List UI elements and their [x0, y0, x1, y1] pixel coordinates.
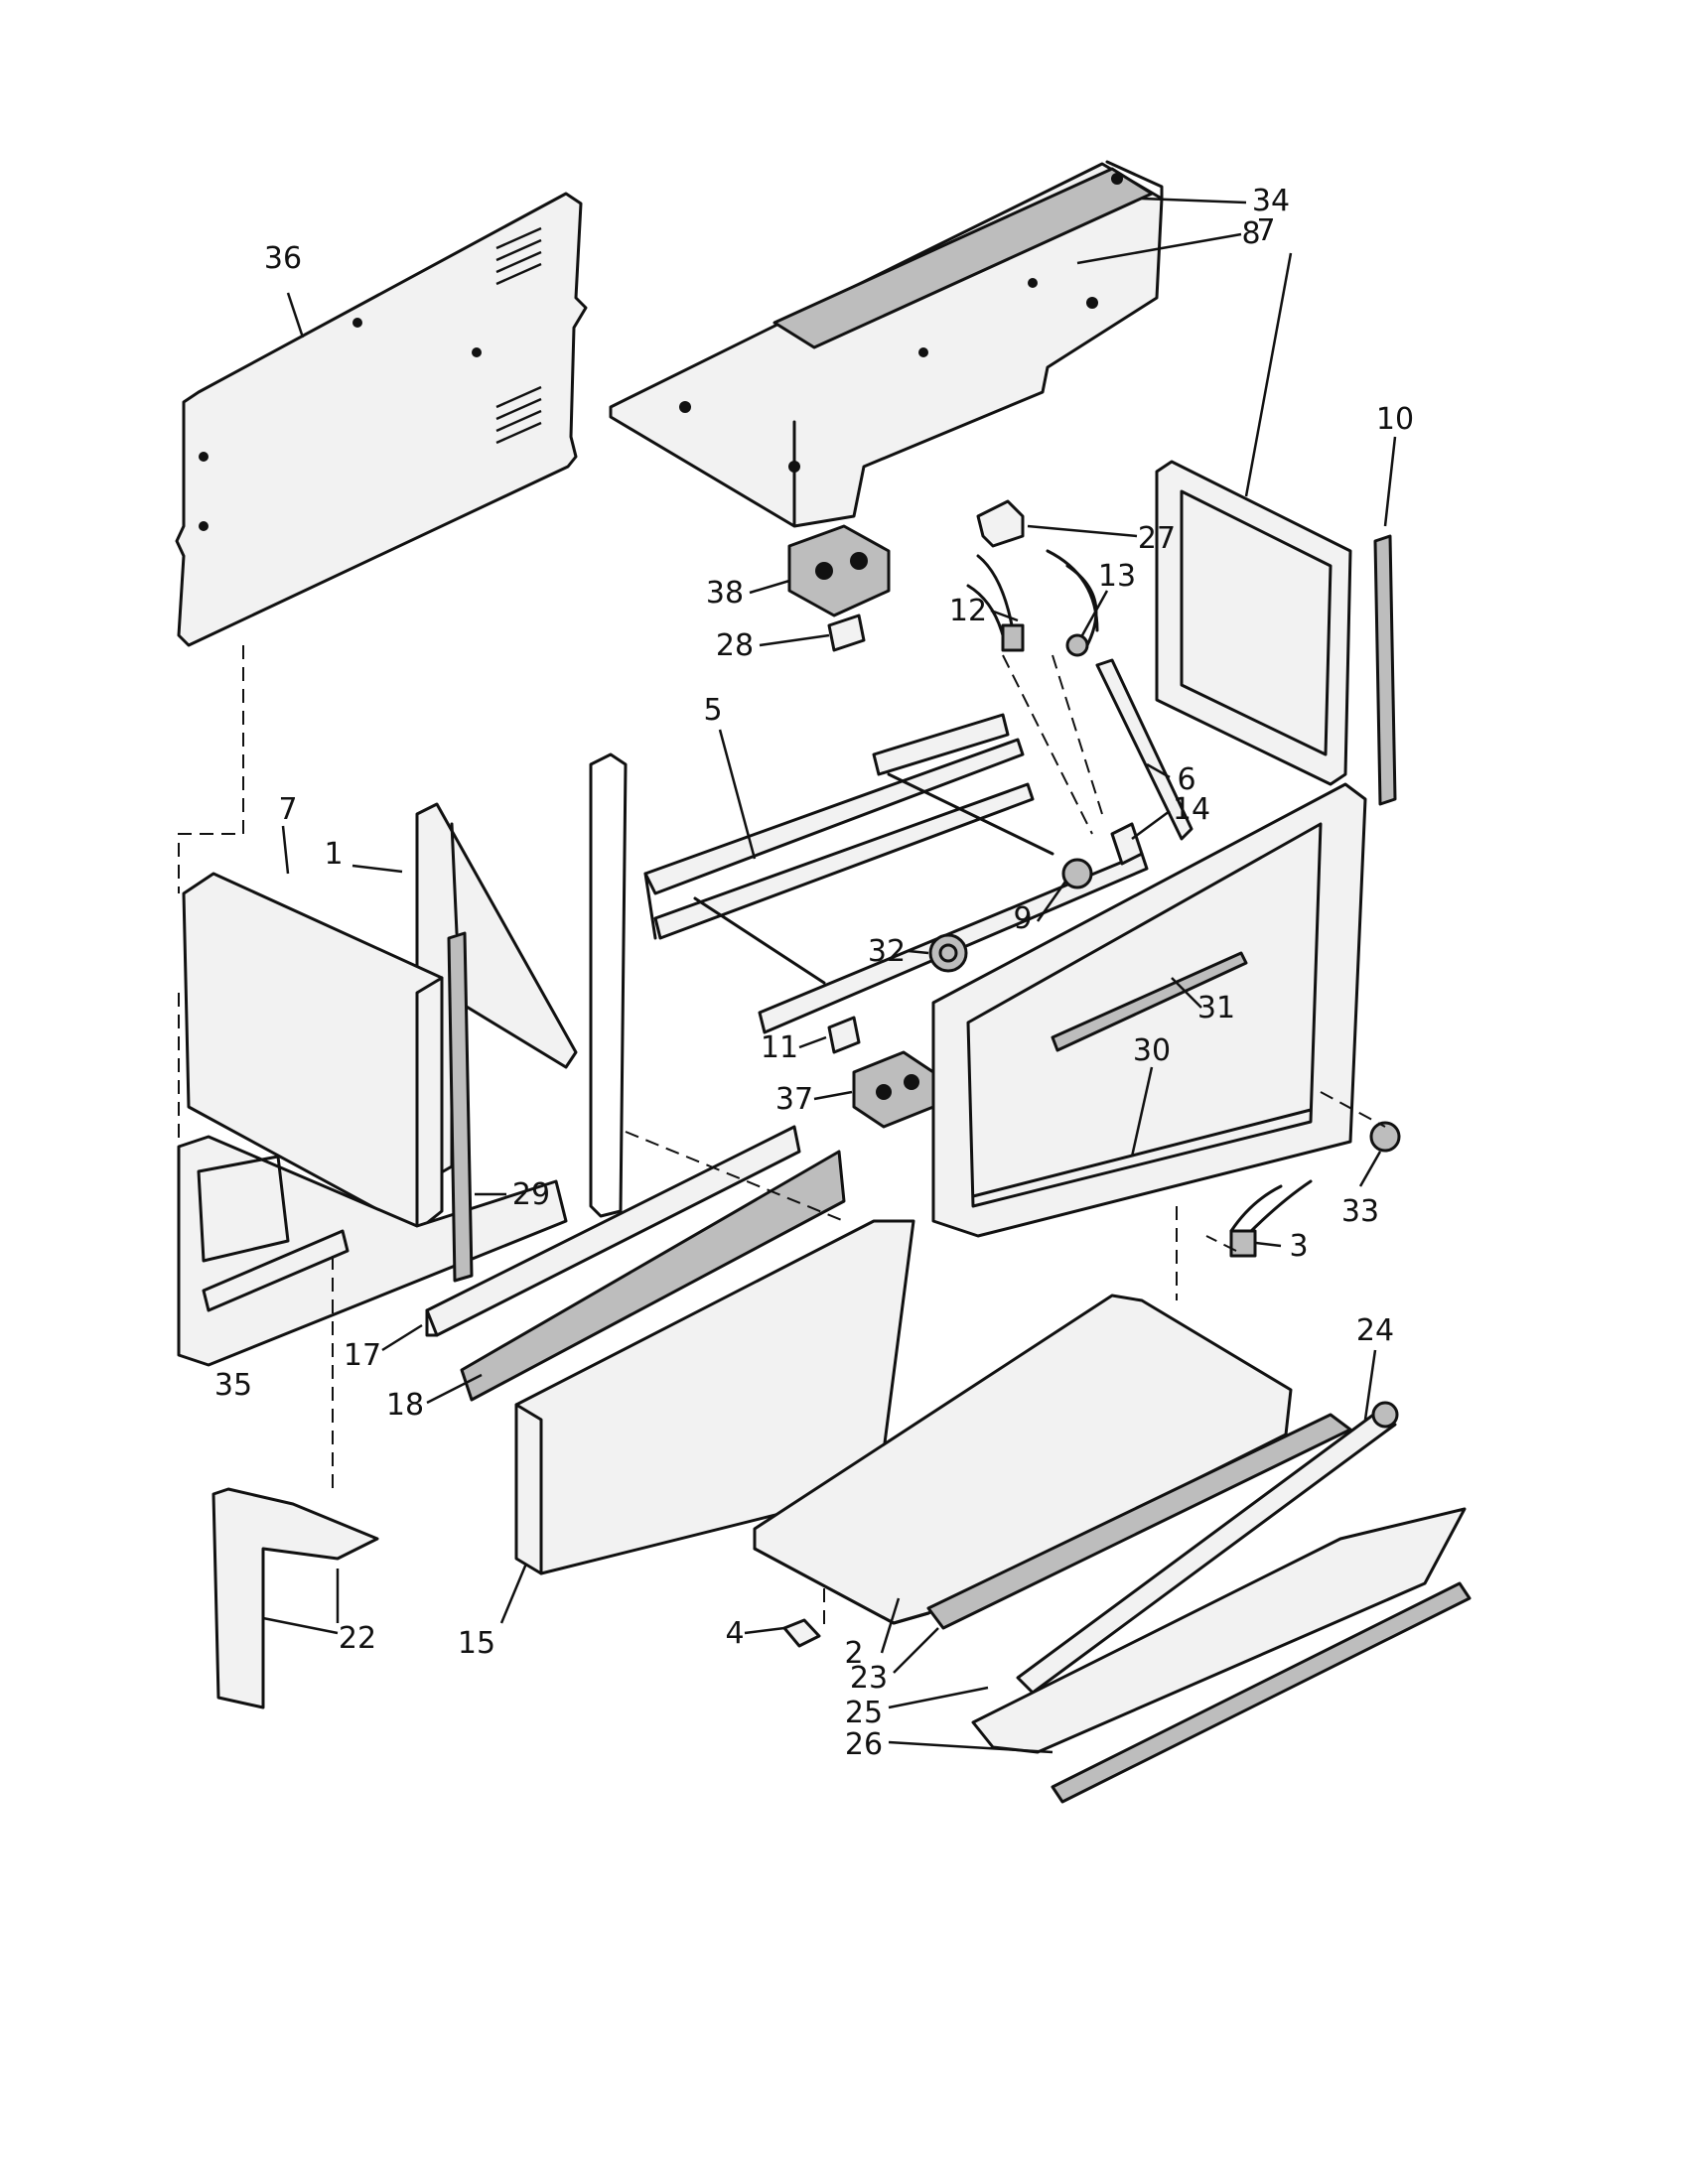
- part-4-clip: [782, 1618, 821, 1648]
- part-2-bottom-tray: [753, 1294, 1293, 1625]
- callout-14: 14: [1173, 792, 1210, 827]
- callout-11: 11: [761, 1030, 798, 1065]
- part-7-left-end-panel: [182, 872, 444, 1233]
- part-10-trim-strip: [1373, 534, 1397, 806]
- part-23-reflector-strip: [926, 1413, 1352, 1630]
- callout-5: 5: [703, 693, 722, 728]
- callout-29: 29: [512, 1177, 550, 1212]
- part-5-frame-rails: [643, 713, 1149, 1034]
- part-37-terminal-block: [852, 1050, 935, 1129]
- part-9-grommet: [1061, 858, 1093, 889]
- vertical-post: [589, 752, 628, 1218]
- part-26-trim: [1051, 1581, 1472, 1804]
- callout-7a: 7: [278, 792, 297, 827]
- callout-35: 35: [214, 1368, 252, 1403]
- part-7-right-end-panel: [1155, 460, 1352, 786]
- part-36-back-panel: [175, 192, 588, 647]
- callout-10: 10: [1376, 402, 1414, 437]
- callout-28: 28: [716, 628, 754, 663]
- callout-labels: 1 2 3 4 5 6 7 7 8 9 10 11 12 13 14 15 17…: [214, 184, 1414, 1762]
- part-24-fluorescent-tube: [1016, 1401, 1399, 1695]
- callout-2: 2: [844, 1636, 863, 1671]
- callout-3: 3: [1289, 1229, 1308, 1264]
- callout-8: 8: [1241, 216, 1260, 251]
- part-3-socket-wires: [1229, 1179, 1313, 1258]
- part-17-channel: [425, 1125, 801, 1337]
- callout-37: 37: [775, 1082, 813, 1117]
- part-38-terminal-block: [787, 524, 891, 617]
- callout-25: 25: [845, 1696, 883, 1730]
- part-29-rail: [447, 931, 474, 1283]
- callout-9: 9: [1013, 901, 1032, 936]
- leader-lines: [262, 197, 1397, 1754]
- alignment-lines: [178, 645, 1386, 1628]
- callout-4: 4: [725, 1616, 744, 1651]
- callout-12: 12: [949, 594, 987, 628]
- part-12-wire-harness: [966, 554, 1025, 652]
- part-22-lower-bracket: [211, 1487, 379, 1709]
- callout-27: 27: [1138, 521, 1176, 556]
- part-27-bracket: [976, 499, 1025, 548]
- part-32-knob: [928, 933, 968, 973]
- part-25-lens: [971, 1507, 1467, 1754]
- callout-26: 26: [845, 1727, 883, 1762]
- part-30-front-frame: [931, 782, 1367, 1238]
- part-6-tube: [1095, 658, 1193, 841]
- part-35-lower-left-panel: [177, 1135, 568, 1367]
- part-18-gasket: [460, 1150, 846, 1402]
- callout-36: 36: [264, 241, 302, 276]
- callout-30: 30: [1133, 1033, 1171, 1068]
- callout-24: 24: [1356, 1313, 1394, 1348]
- callout-33: 33: [1341, 1194, 1379, 1229]
- callout-7b: 7: [1256, 213, 1275, 248]
- callout-32: 32: [868, 934, 906, 969]
- part-8-top-panel: [609, 162, 1164, 528]
- part-31-handle-rail: [1051, 951, 1248, 1052]
- callout-18: 18: [386, 1388, 424, 1423]
- part-14-bracket: [1110, 822, 1144, 866]
- callout-15: 15: [458, 1626, 495, 1661]
- callout-6: 6: [1177, 762, 1195, 797]
- part-13-wire-harness: [1046, 549, 1099, 657]
- callout-34: 34: [1252, 184, 1290, 218]
- callout-13: 13: [1098, 559, 1136, 594]
- callout-23: 23: [850, 1661, 888, 1696]
- callout-38: 38: [706, 576, 744, 611]
- callout-17: 17: [344, 1338, 381, 1373]
- part-33-lamp-socket: [1369, 1121, 1401, 1153]
- callout-1: 1: [324, 837, 343, 872]
- callout-22: 22: [339, 1621, 376, 1656]
- part-28-clip: [827, 614, 866, 652]
- callout-31: 31: [1197, 991, 1235, 1025]
- part-34-top-strip: [1105, 160, 1164, 201]
- part-11-clip: [827, 1016, 861, 1054]
